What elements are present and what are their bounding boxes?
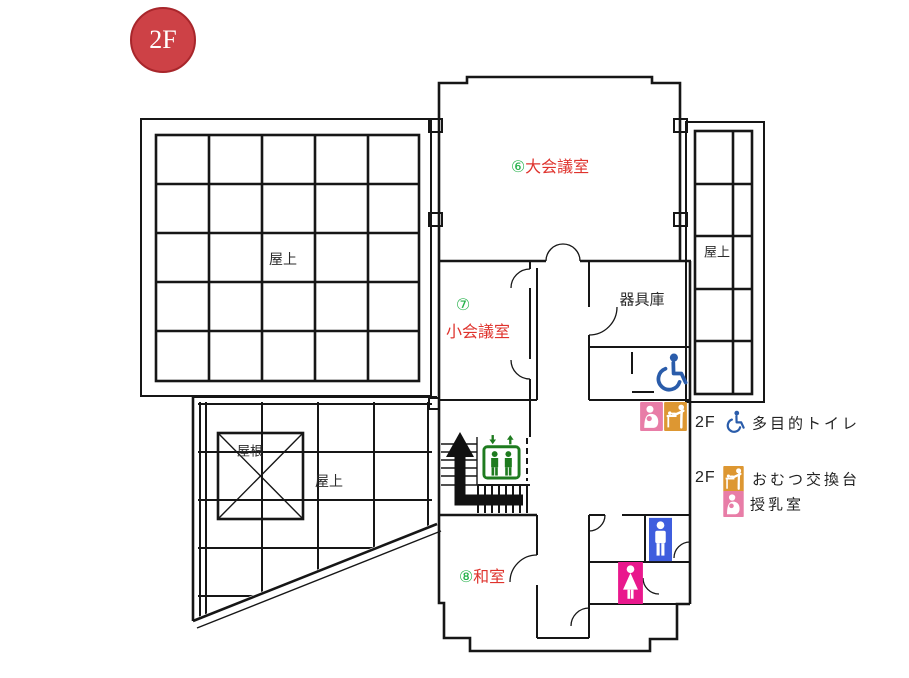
room-number-small-conference: ⑦ <box>455 297 471 314</box>
room-label-large-conference: ⑥大会議室 <box>510 159 590 176</box>
japanese-room-walls <box>439 513 590 639</box>
floor-badge: 2F <box>130 7 196 73</box>
label-rooftop-upper-left: 屋上 <box>269 251 297 267</box>
label-rooftop-right: 屋上 <box>703 244 731 260</box>
equipment-storage-walls <box>589 346 690 393</box>
label-roof: 屋根 <box>236 443 264 459</box>
label-rooftop-lower-left: 屋上 <box>315 473 343 489</box>
legend-floor-multipurpose-toilet: 2F <box>695 414 716 431</box>
legend-label-multipurpose-toilet: 多目的トイレ <box>752 415 861 433</box>
legend-label-diaper-station: おむつ交換台 <box>752 471 861 489</box>
room-label-japanese-room: ⑧和室 <box>458 569 506 586</box>
room-label-equipment-storage: 器具庫 <box>619 291 665 309</box>
roof-square <box>216 431 305 521</box>
diaper-changing-icon <box>723 466 744 492</box>
stairs <box>441 400 531 513</box>
female-toilet-icon <box>618 562 643 604</box>
room-label-small-conference: 小会議室 <box>445 324 511 341</box>
stairs-up-arrow <box>446 432 523 506</box>
diaper-changing-icon <box>664 402 687 431</box>
legend-label-nursing-room: 授乳室 <box>750 496 805 514</box>
rooftop-lower-left-grid <box>191 396 442 629</box>
nursing-room-icon <box>640 402 663 431</box>
accessible-wheelchair-icon <box>726 410 745 433</box>
elevator-icon <box>482 434 521 480</box>
floor-badge-label: 2F <box>149 25 177 54</box>
nursing-room-icon <box>723 491 744 517</box>
male-toilet-icon <box>649 517 672 562</box>
accessible-wheelchair-icon <box>656 351 688 392</box>
legend-floor-diaper-station: 2F <box>695 469 716 486</box>
rooftop-right-grid <box>685 121 765 403</box>
small-conference-room-walls <box>439 261 690 401</box>
corridor-walls <box>536 261 618 400</box>
